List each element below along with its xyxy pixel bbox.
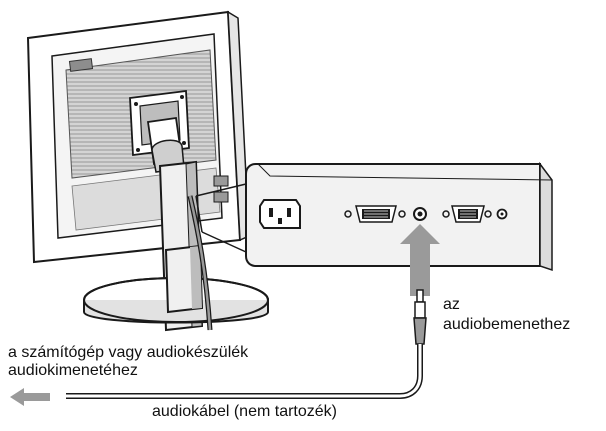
audio-input-label-line2: audiobemenethez [443, 316, 571, 333]
connector-panel [245, 161, 553, 272]
audio-output-label-line2: audiokimenetéhez [8, 362, 138, 379]
audio-cable [66, 289, 427, 399]
output-arrow-icon [10, 388, 50, 406]
insert-arrow-icon [400, 224, 440, 296]
audio-output-label-line1: a számítógép vagy audiokészülék [8, 344, 249, 361]
audio-input-jack [413, 207, 427, 221]
dvi-input [344, 205, 406, 223]
vga-input [442, 205, 508, 223]
cable-label: audiokábel (nem tartozék) [152, 403, 337, 420]
monitor-stand [83, 116, 269, 332]
audio-input-label-line1: az [443, 296, 460, 313]
monitor-rear [26, 10, 250, 264]
ac-power-inlet [259, 199, 301, 229]
zoom-callout-lines [195, 183, 247, 253]
